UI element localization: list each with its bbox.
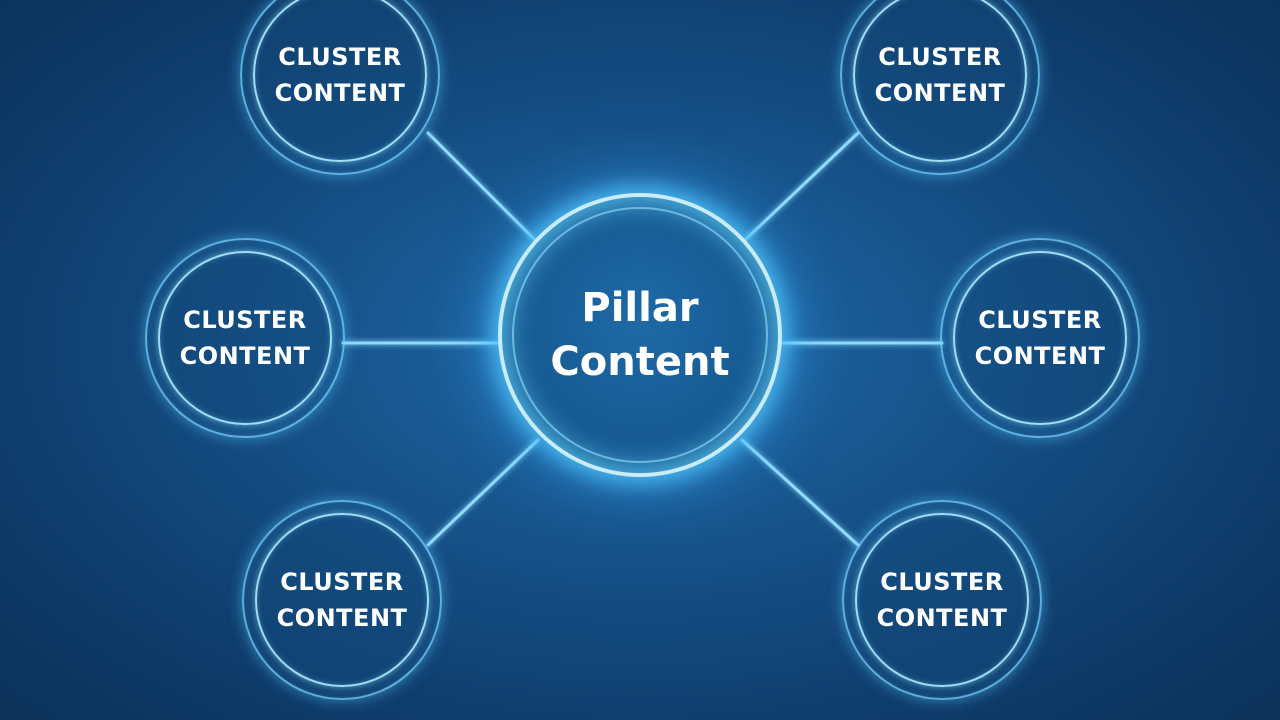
connector-top-left — [426, 131, 537, 242]
connector-bottom-right — [740, 438, 860, 547]
cluster-node-top-right: CLUSTER CONTENT — [840, 0, 1040, 175]
cluster-label: CLUSTER CONTENT — [974, 306, 1106, 370]
connector-top-right — [743, 131, 860, 242]
cluster-label: CLUSTER CONTENT — [179, 306, 311, 370]
cluster-label: CLUSTER CONTENT — [276, 568, 408, 632]
connector-bottom-left — [426, 438, 540, 547]
cluster-node-middle-right: CLUSTER CONTENT — [940, 238, 1140, 438]
cluster-label: CLUSTER CONTENT — [274, 43, 406, 107]
pillar-content-label: Pillar Content — [550, 285, 730, 385]
cluster-node-bottom-left: CLUSTER CONTENT — [242, 500, 442, 700]
cluster-node-middle-left: CLUSTER CONTENT — [145, 238, 345, 438]
cluster-label: CLUSTER CONTENT — [874, 43, 1006, 107]
cluster-label: CLUSTER CONTENT — [876, 568, 1008, 632]
cluster-node-bottom-right: CLUSTER CONTENT — [842, 500, 1042, 700]
cluster-node-top-left: CLUSTER CONTENT — [240, 0, 440, 175]
pillar-content-node: Pillar Content — [498, 193, 782, 477]
